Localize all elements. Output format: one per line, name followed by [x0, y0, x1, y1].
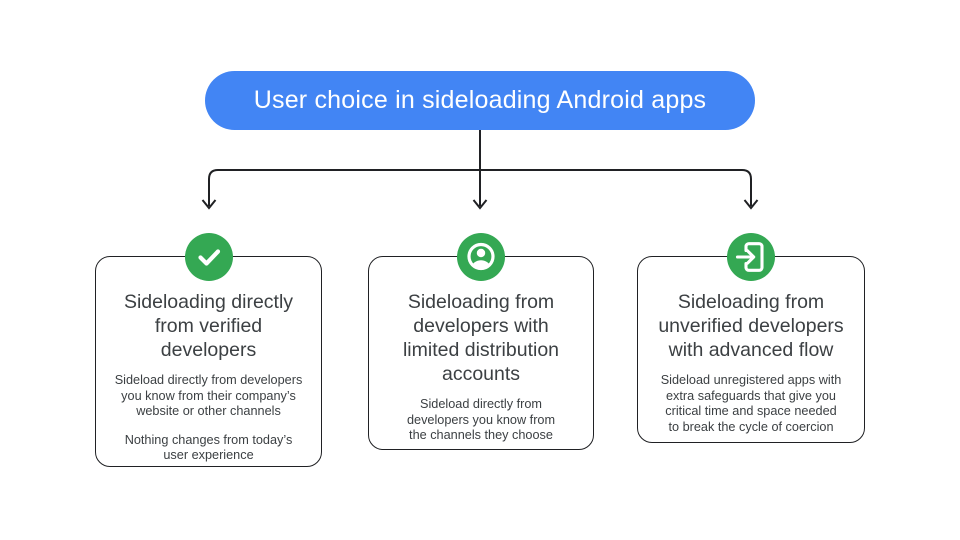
- card-unverified-advanced-flow: Sideloading from unverified developers w…: [637, 233, 865, 443]
- card-title: Sideloading directly from verified devel…: [123, 291, 294, 361]
- card-title: Sideloading from unverified developers w…: [658, 291, 844, 361]
- card-paragraph: Sideload directly from developers you kn…: [114, 373, 303, 418]
- card-paragraph: Nothing changes from today’s user experi…: [124, 432, 293, 463]
- person-icon-glyph: [467, 242, 495, 271]
- check-icon: [184, 233, 233, 281]
- card-limited-distribution: Sideloading from developers with limited…: [368, 233, 594, 450]
- person-icon: [457, 233, 505, 281]
- card-paragraph: Sideload unregistered apps with extra sa…: [660, 373, 842, 434]
- root-node: User choice in sideloading Android apps: [205, 71, 755, 130]
- root-node-label: User choice in sideloading Android apps: [253, 86, 707, 114]
- connector-branch: [208, 169, 752, 206]
- check-icon-glyph: [197, 249, 220, 266]
- arrowhead-left: [201, 199, 217, 210]
- arrowhead-right: [743, 199, 759, 210]
- card-paragraph: Sideload directly from developers you kn…: [406, 397, 556, 442]
- login-arrow-icon: [727, 233, 775, 281]
- card-verified-developers: Sideloading directly from verified devel…: [95, 233, 322, 467]
- arrowhead-center: [472, 199, 488, 210]
- login-arrow-icon-glyph: [735, 242, 764, 272]
- card-title: Sideloading from developers with limited…: [402, 291, 560, 385]
